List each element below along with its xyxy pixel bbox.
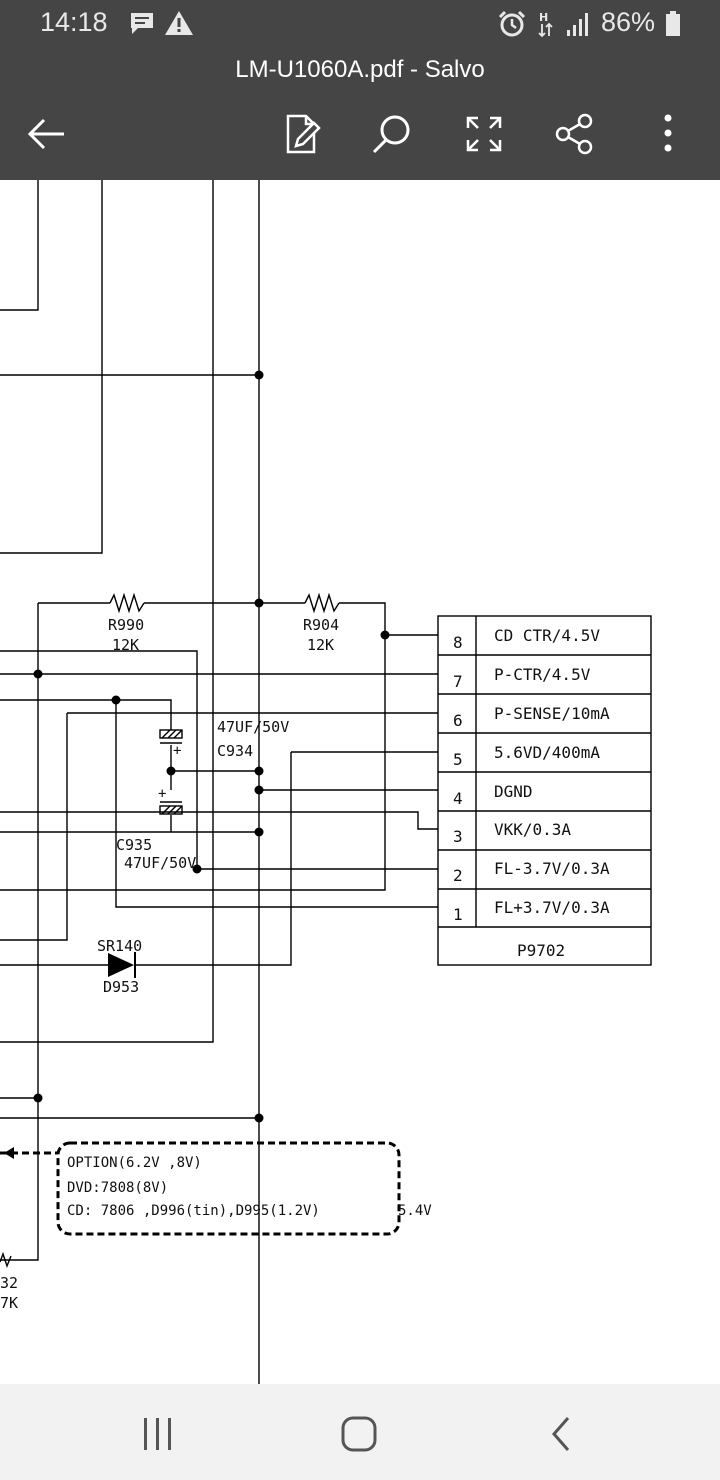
alert-icon xyxy=(165,11,193,35)
svg-text:H: H xyxy=(539,11,548,24)
svg-text:+: + xyxy=(158,786,166,802)
option-extra: 5.4V xyxy=(398,1203,432,1219)
back-arrow-icon[interactable] xyxy=(24,112,68,156)
connector-name: P9702 xyxy=(517,941,565,960)
option-line3: CD: 7806 ,D996(tin),D995(1.2V) xyxy=(67,1203,320,1219)
status-time: 14:18 xyxy=(40,7,108,37)
search-icon[interactable] xyxy=(370,112,414,156)
capacitor-ref: C935 xyxy=(116,836,152,854)
back-icon[interactable] xyxy=(540,1414,584,1454)
resistor-value: 12K xyxy=(307,636,334,654)
more-vert-icon[interactable] xyxy=(646,112,690,156)
partial-value: 7K xyxy=(0,1294,18,1312)
pin-label: FL+3.7V/0.3A xyxy=(494,898,610,917)
share-icon[interactable] xyxy=(553,112,597,156)
schematic-drawing: + + xyxy=(0,180,652,1384)
resistor-ref: R904 xyxy=(303,616,339,634)
app-bar: LM-U1060A.pdf - Salvo xyxy=(0,48,720,180)
pin-label: P-SENSE/10mA xyxy=(494,704,610,723)
pin-label: VKK/0.3A xyxy=(494,820,571,839)
fullscreen-icon[interactable] xyxy=(462,112,506,156)
resistor-value: 12K xyxy=(112,636,139,654)
svg-text:+: + xyxy=(173,743,181,759)
capacitor-value: 47UF/50V xyxy=(124,854,196,872)
connector-p9702-table xyxy=(437,615,652,966)
resistor-ref: R990 xyxy=(108,616,144,634)
battery-percent: 86% xyxy=(601,7,656,37)
option-line2: DVD:7808(8V) xyxy=(67,1180,168,1196)
pin-label: DGND xyxy=(494,782,533,801)
pin-label: P-CTR/4.5V xyxy=(494,665,591,684)
status-bar: 14:18 H 86% xyxy=(0,0,720,48)
capacitor-ref: C934 xyxy=(217,742,253,760)
battery-icon xyxy=(666,11,680,36)
pin-num: 1 xyxy=(453,905,463,924)
pin-label: CD CTR/4.5V xyxy=(494,626,600,645)
pdf-page-view[interactable]: + + xyxy=(0,180,720,1384)
signal-icon xyxy=(567,13,588,36)
option-box xyxy=(56,1141,401,1236)
alarm-icon xyxy=(498,10,526,37)
recents-icon[interactable] xyxy=(136,1414,180,1454)
home-icon[interactable] xyxy=(337,1414,381,1454)
capacitor-c935 xyxy=(159,801,183,815)
diode-type: SR140 xyxy=(97,937,142,955)
pin-num: 6 xyxy=(453,711,463,730)
hplus-data-icon: H xyxy=(538,11,553,38)
pin-num: 4 xyxy=(453,789,463,808)
pin-num: 3 xyxy=(453,827,463,846)
diode-d953 xyxy=(108,952,136,978)
document-title: LM-U1060A.pdf - Salvo xyxy=(235,56,485,83)
pin-label: FL-3.7V/0.3A xyxy=(494,859,610,878)
navigation-bar xyxy=(0,1384,720,1480)
pin-num: 2 xyxy=(453,866,463,885)
pin-num: 8 xyxy=(453,633,463,652)
message-icon xyxy=(131,13,153,34)
edit-pdf-icon[interactable] xyxy=(280,112,324,156)
diode-ref: D953 xyxy=(103,978,139,996)
capacitor-c934 xyxy=(159,729,183,744)
pin-label: 5.6VD/400mA xyxy=(494,743,600,762)
capacitor-value: 47UF/50V xyxy=(217,718,289,736)
pin-num: 7 xyxy=(453,672,463,691)
option-line1: OPTION(6.2V ,8V) xyxy=(67,1155,202,1171)
partial-ref: 32 xyxy=(0,1274,18,1292)
pin-num: 5 xyxy=(453,750,463,769)
